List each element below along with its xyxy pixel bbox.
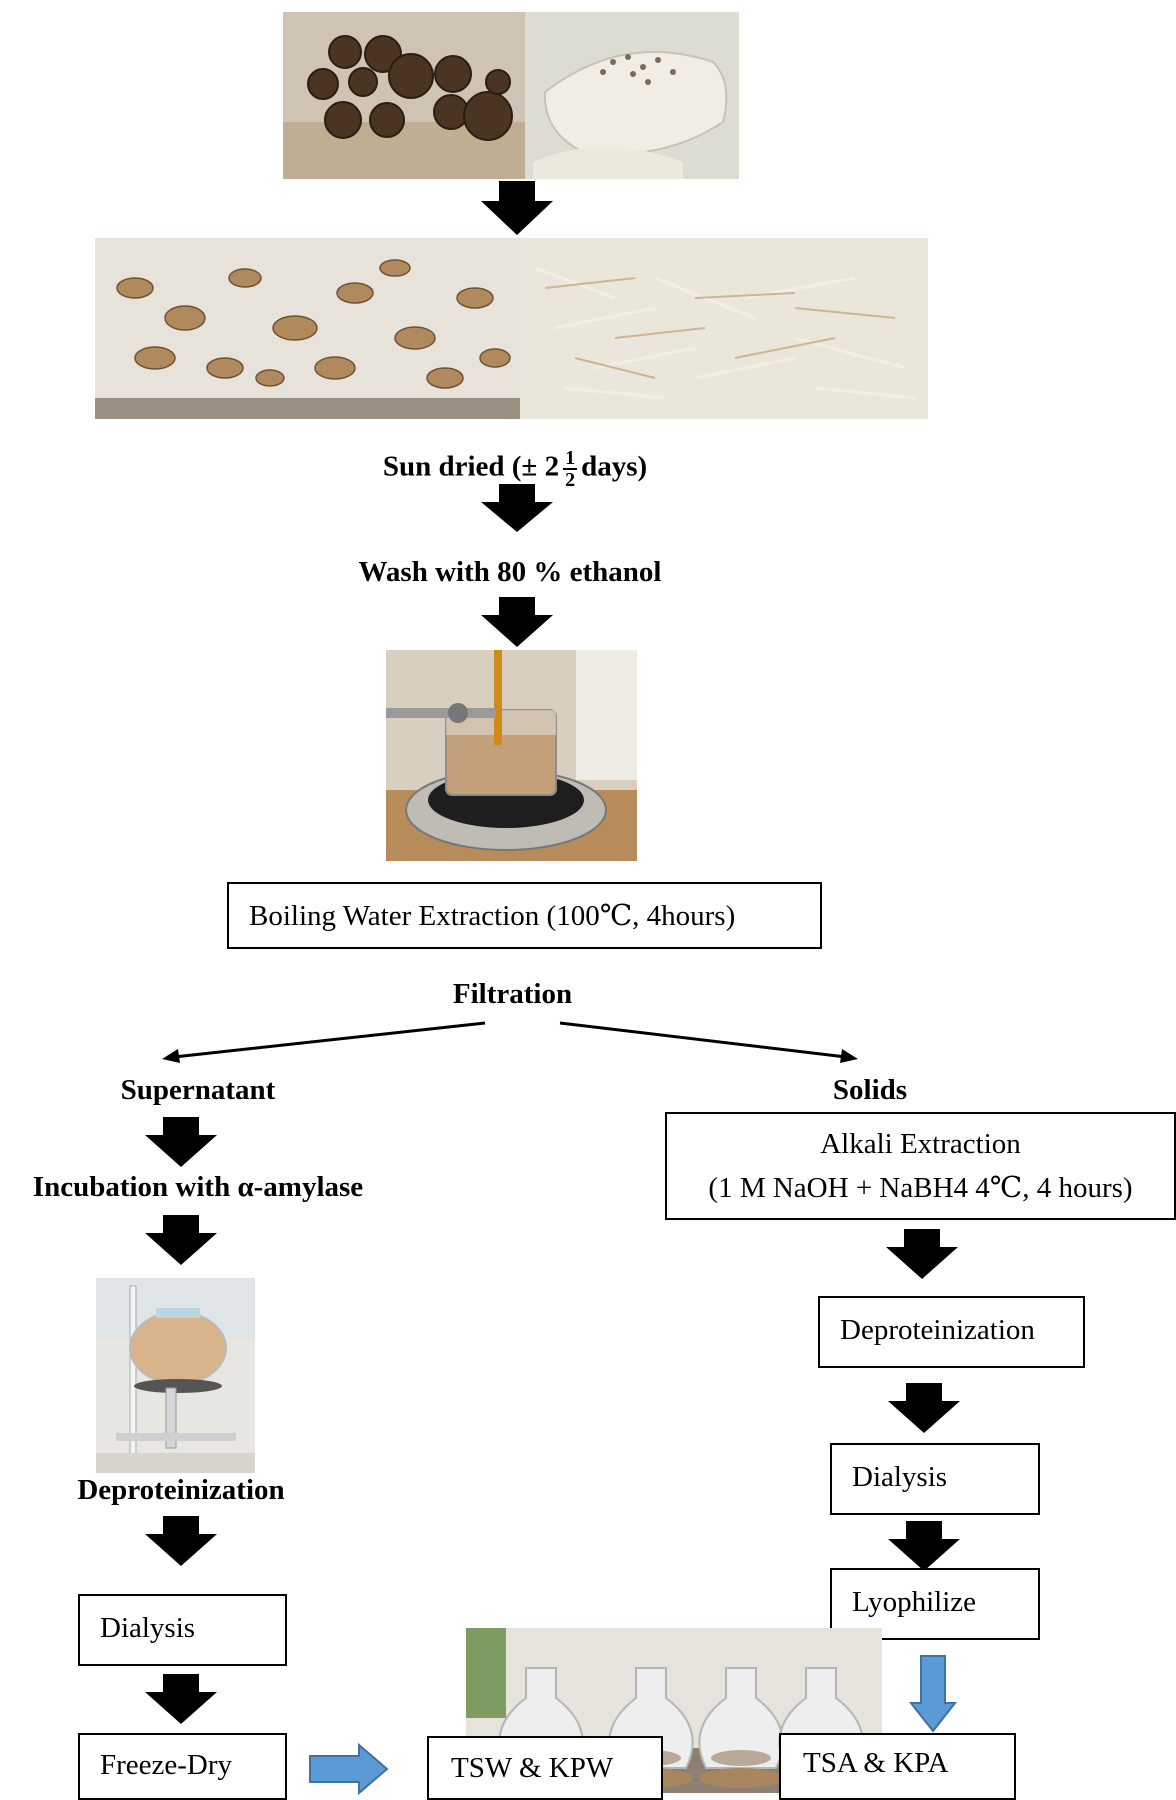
dialysis-box-right: Dialysis	[830, 1443, 1040, 1515]
filtration-label: Filtration	[452, 978, 573, 1010]
block-arrow-down-icon	[145, 1117, 217, 1167]
block-arrow-down-icon	[145, 1516, 217, 1566]
sliced-mushrooms-photo	[95, 238, 928, 419]
fresh-mushrooms-photo	[283, 12, 739, 179]
blue-arrow-right-icon	[309, 1743, 389, 1795]
sun-dried-suffix: days)	[581, 450, 648, 483]
alkali-extraction-title: Alkali Extraction	[820, 1128, 1021, 1160]
freeze-dry-text: Freeze-Dry	[100, 1749, 233, 1781]
block-arrow-down-icon	[481, 597, 553, 647]
lyophilize-text: Lyophilize	[852, 1586, 977, 1618]
dialysis-left-text: Dialysis	[100, 1612, 196, 1644]
block-arrow-down-icon	[886, 1229, 958, 1279]
tsa-kpa-box: TSA & KPA	[779, 1733, 1016, 1800]
beaker-hotplate-photo	[386, 650, 637, 861]
freeze-dry-box: Freeze-Dry	[78, 1733, 287, 1800]
block-arrow-down-icon	[145, 1674, 217, 1724]
dialysis-right-text: Dialysis	[852, 1461, 948, 1493]
deproteinization-box-right: Deproteinization	[818, 1296, 1085, 1368]
deproteinization-right-text: Deproteinization	[840, 1314, 1035, 1346]
deproteinization-left-label: Deproteinization	[77, 1474, 285, 1506]
tsw-kpw-box: TSW & KPW	[427, 1736, 663, 1800]
tsw-kpw-text: TSW & KPW	[451, 1752, 614, 1784]
fraction-numerator: 1	[563, 447, 578, 470]
alkali-extraction-box: Alkali Extraction (1 M NaOH + NaBH4 4℃, …	[665, 1112, 1176, 1220]
block-arrow-down-icon	[481, 484, 553, 532]
split-arrows-icon	[162, 1021, 858, 1063]
incubation-label: Incubation with α-amylase	[32, 1171, 364, 1203]
wash-ethanol-label: Wash with 80 % ethanol	[358, 556, 662, 588]
sun-dried-prefix: Sun dried (± 2	[382, 450, 560, 483]
solids-label: Solids	[832, 1074, 908, 1106]
block-arrow-down-icon	[145, 1215, 217, 1265]
fraction-denominator: 2	[565, 469, 576, 491]
block-arrow-down-icon	[888, 1383, 960, 1433]
boiling-water-extraction-text: Boiling Water Extraction (100℃, 4hours)	[249, 900, 736, 932]
block-arrow-down-icon	[888, 1521, 960, 1571]
block-arrow-down-icon	[481, 181, 553, 235]
supernatant-label: Supernatant	[120, 1074, 276, 1106]
dialysis-flask-photo	[96, 1278, 255, 1473]
boiling-water-extraction-box: Boiling Water Extraction (100℃, 4hours)	[227, 882, 822, 949]
tsa-kpa-text: TSA & KPA	[803, 1747, 949, 1779]
blue-arrow-down-icon	[909, 1655, 957, 1733]
dialysis-box-left: Dialysis	[78, 1594, 287, 1666]
alkali-extraction-conditions: (1 M NaOH + NaBH4 4℃, 4 hours)	[708, 1172, 1133, 1204]
